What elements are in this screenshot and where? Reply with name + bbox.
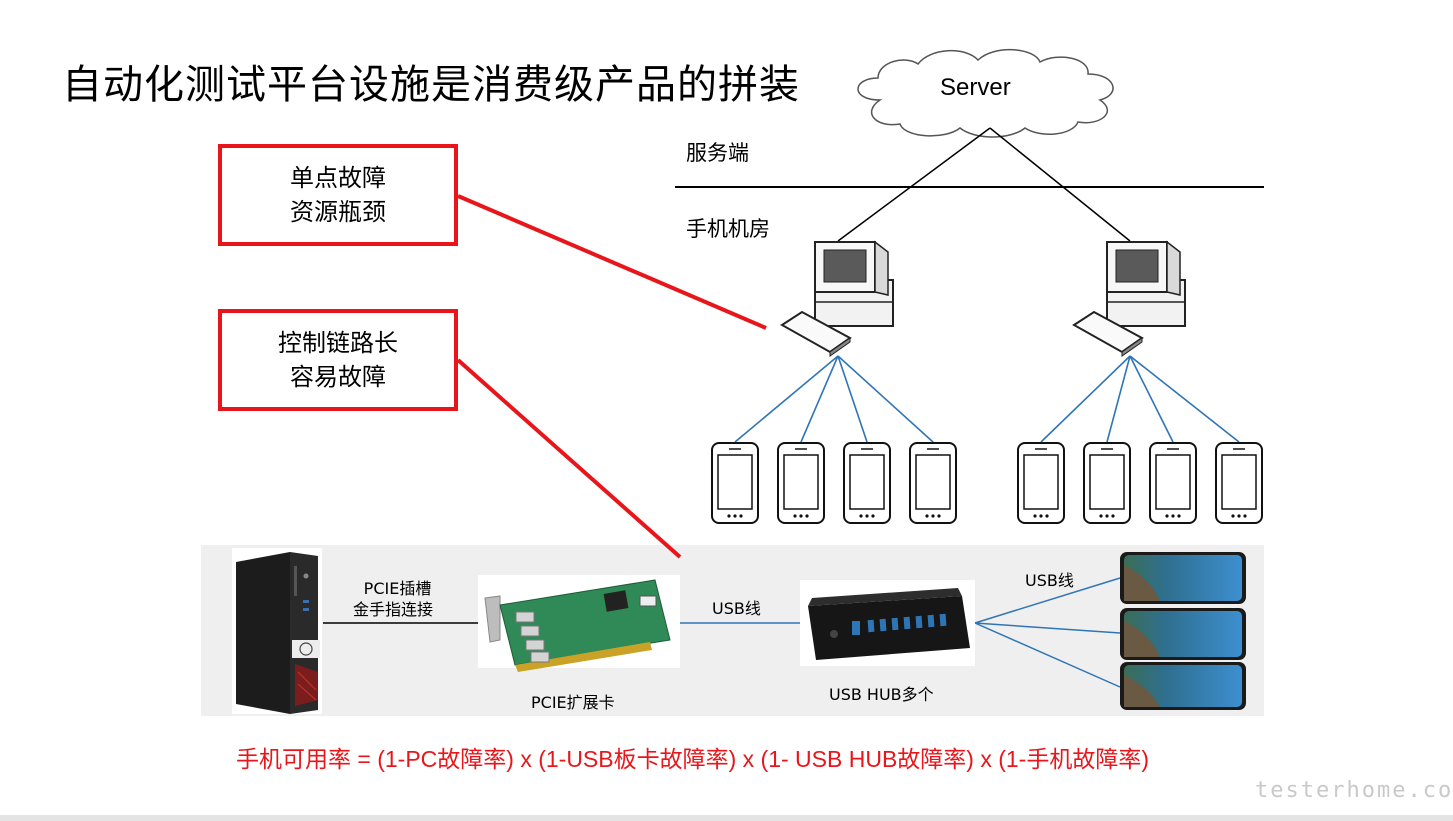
phone-icon	[843, 442, 891, 524]
pcie-slot-line1: PCIE插槽	[363, 579, 432, 598]
smartphone-images	[1120, 552, 1246, 710]
problem-box-long-chain: 控制链路长 容易故障	[218, 309, 458, 411]
phone-icon	[1083, 442, 1131, 524]
red-connector-2	[456, 358, 682, 559]
phone-icon	[1149, 442, 1197, 524]
problem-box-single-point: 单点故障 资源瓶颈	[218, 144, 458, 246]
pcie-slot-line2: 金手指连接	[353, 600, 434, 619]
phone-icon	[909, 442, 957, 524]
phone-icon	[1017, 442, 1065, 524]
usb-hub-label: USB HUB多个	[829, 685, 934, 704]
usb-hub-image	[800, 580, 975, 666]
watermark: testerhome.com	[1255, 778, 1453, 803]
problem-box-1-line2: 资源瓶颈	[290, 198, 386, 226]
server-link-left	[837, 127, 991, 242]
pcie-slot-label: PCIE插槽 金手指连接	[353, 578, 433, 620]
phone-room-label: 手机机房	[686, 217, 770, 241]
phone-icon	[1215, 442, 1263, 524]
pc2-phone-links	[1040, 355, 1240, 443]
pc1-phone-links	[734, 355, 934, 443]
slide-title: 自动化测试平台设施是消费级产品的拼装	[62, 62, 800, 108]
phone-icon	[777, 442, 825, 524]
desktop-tower-image	[232, 548, 322, 714]
usb-cable-label-2: USB线	[1025, 571, 1074, 590]
phone-icon	[711, 442, 759, 524]
usb-cable-label-1: USB线	[712, 599, 761, 618]
pcie-card-label: PCIE扩展卡	[531, 693, 615, 712]
problem-box-2-line1: 控制链路长	[278, 329, 398, 357]
computer-icon-1	[780, 240, 894, 357]
usb-links-hub-phones	[974, 577, 1121, 688]
server-label: Server	[940, 74, 1011, 101]
problem-box-2-line2: 容易故障	[290, 363, 386, 391]
red-connector-1	[457, 194, 767, 330]
cloud-icon	[857, 48, 1114, 138]
server-side-label: 服务端	[686, 141, 749, 165]
bottom-border	[0, 815, 1453, 821]
problem-box-1-line1: 单点故障	[290, 164, 386, 192]
computer-icon-2	[1072, 240, 1186, 357]
server-link-right	[989, 127, 1131, 242]
availability-formula: 手机可用率 = (1-PC故障率) x (1-USB板卡故障率) x (1- U…	[236, 746, 1150, 772]
pcie-card-image	[478, 575, 680, 672]
